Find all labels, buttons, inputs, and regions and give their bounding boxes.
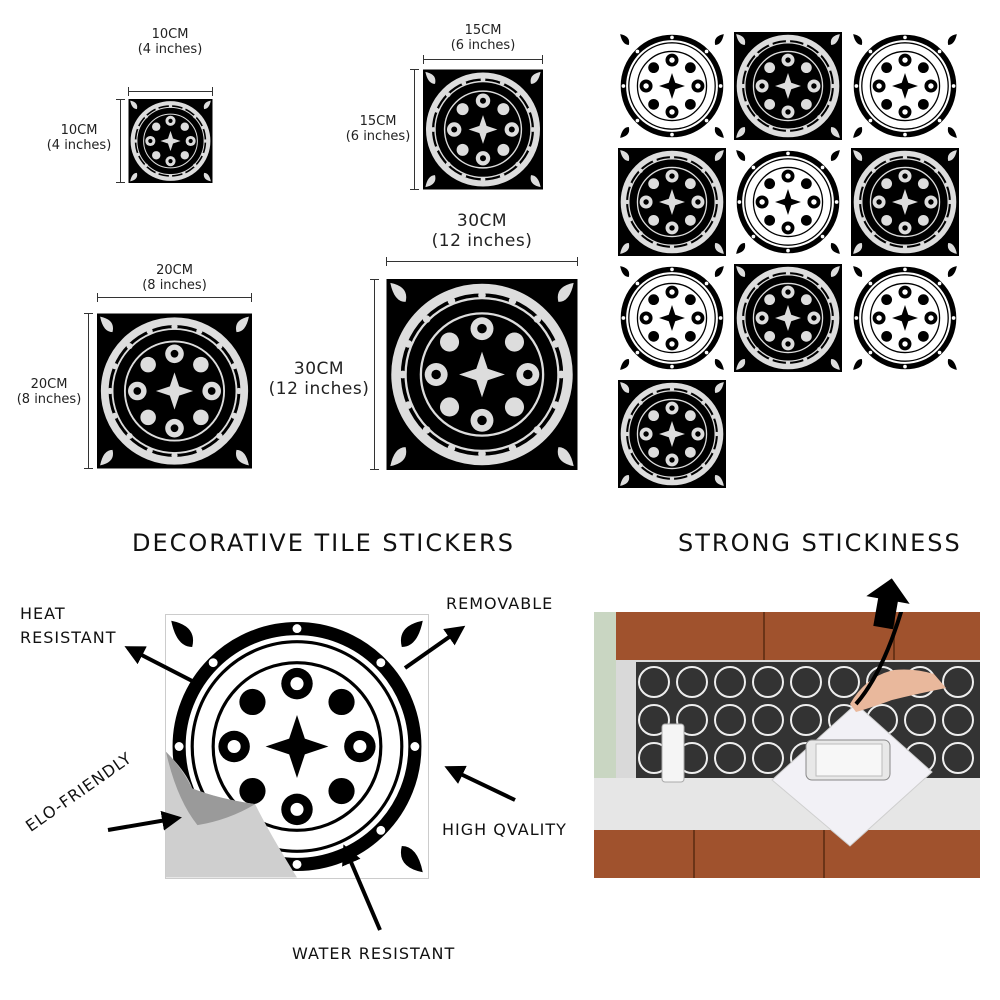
feature-water: WATER RESISTANT (292, 944, 456, 963)
size-20-height-label: 20CM (8 inches) (10, 377, 88, 407)
dimension-line (370, 279, 379, 470)
size-cm-text: 10CM (60, 123, 98, 138)
feature-quality: HIGH QVALITY (442, 820, 567, 839)
dimension-line (410, 69, 419, 190)
size-cm-text: 15CM (464, 23, 502, 38)
size-cm-text: 20CM (30, 377, 68, 392)
grid-tile (851, 264, 959, 372)
size-inch-text: (12 inches) (431, 231, 533, 251)
size-inch-text: (8 inches) (142, 278, 207, 293)
phone-icon (805, 739, 891, 781)
size-cm-text: 30CM (293, 359, 345, 379)
size-inch-text: (6 inches) (450, 38, 516, 53)
dimension-line (116, 99, 125, 183)
size-cm-text: 15CM (359, 114, 397, 129)
kitchen-photo (594, 612, 980, 878)
arrow-icon (124, 646, 201, 687)
size-inch-text: (4 inches) (137, 42, 203, 57)
dimension-line (386, 257, 578, 266)
dimension-line (84, 313, 93, 469)
size-inch-text: (8 inches) (16, 392, 82, 407)
size-30-width-label: 30CM (12 inches) (386, 211, 578, 251)
size-20-width-label: 20CM (8 inches) (97, 263, 252, 293)
grid-tile (618, 32, 726, 140)
arrow-icon (403, 625, 466, 670)
size-30-height-label: 30CM (12 inches) (268, 359, 370, 399)
dimension-line (423, 55, 543, 64)
size-15-height-label: 15CM (6 inches) (340, 114, 416, 144)
heading-decorative: DECORATIVE TILE STICKERS (132, 529, 515, 557)
stickiness-arrow-icon (866, 578, 910, 630)
size-10-height-label: 10CM (4 inches) (40, 123, 118, 153)
size-inch-text: (6 inches) (345, 129, 411, 144)
size-inch-text: (4 inches) (46, 138, 112, 153)
grid-tile (851, 148, 959, 256)
size-10-width-label: 10CM (4 inches) (128, 27, 212, 57)
dimension-line (128, 87, 213, 96)
grid-tile (618, 380, 726, 488)
feature-tile (165, 614, 429, 879)
size-cm-text: 10CM (151, 27, 189, 42)
size-15-width-label: 15CM (6 inches) (423, 23, 543, 53)
tile-15cm (423, 69, 543, 190)
grid-tile (734, 264, 842, 372)
feature-heat-line1: HEAT (20, 604, 66, 623)
size-cm-text: 30CM (456, 211, 508, 231)
heading-stickiness: STRONG STICKINESS (678, 529, 962, 557)
size-cm-text: 20CM (156, 263, 193, 278)
grid-tile (734, 32, 842, 140)
grid-tile (618, 148, 726, 256)
grid-tile (851, 32, 959, 140)
feature-heat-line2: RESISTANT (20, 628, 117, 647)
dimension-line (97, 293, 252, 302)
grid-tile (734, 148, 842, 256)
tile-10cm (128, 99, 213, 183)
tile-20cm (97, 313, 252, 469)
arrow-icon (444, 765, 516, 802)
grid-tile (618, 264, 726, 372)
feature-removable: REMOVABLE (446, 594, 554, 613)
size-inch-text: (12 inches) (268, 379, 370, 399)
arrow-icon (342, 844, 382, 931)
feature-arrows (107, 625, 516, 931)
tile-30cm (386, 279, 578, 470)
arrow-icon (107, 810, 182, 832)
